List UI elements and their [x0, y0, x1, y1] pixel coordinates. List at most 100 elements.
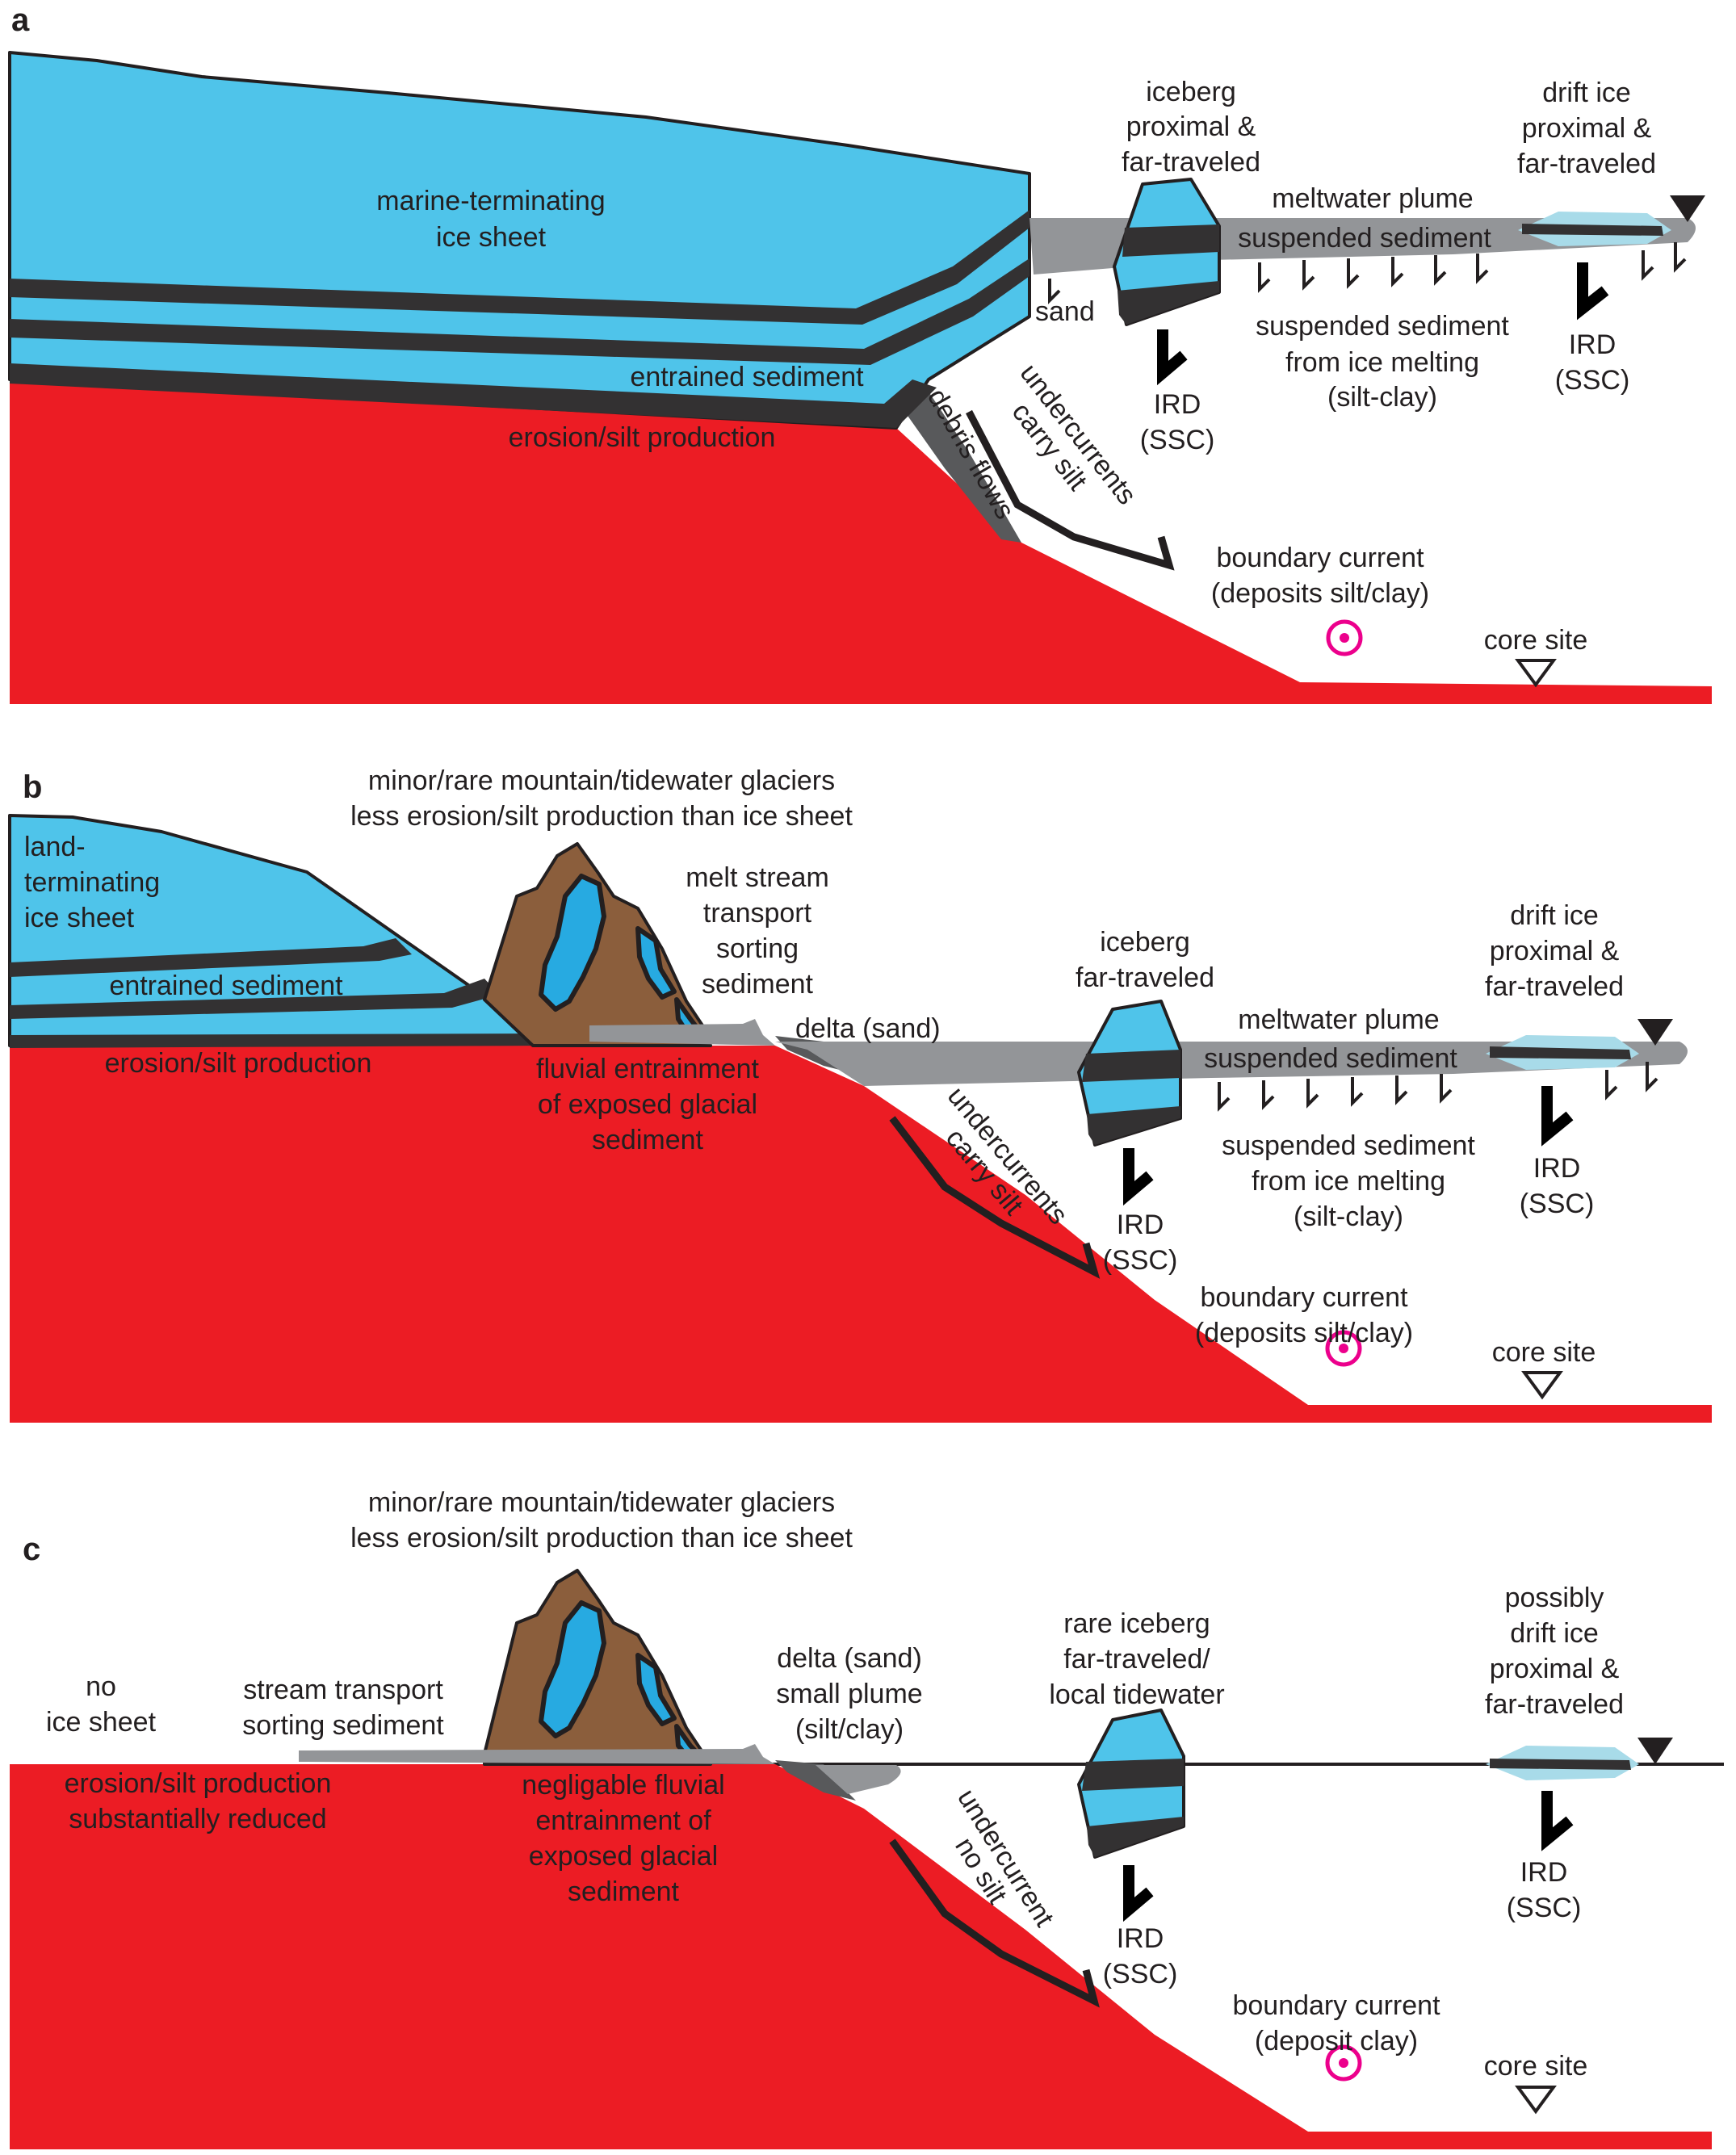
panel-a-bedrock	[10, 379, 1712, 704]
panel-c-fluvial-label-1: negligable fluvial	[522, 1770, 724, 1801]
panel-c-bedrock	[10, 1764, 1712, 2149]
panel-c-drift-ice-band	[1490, 1759, 1631, 1770]
panel-b-ice-sheet-label-1: land-	[24, 832, 86, 862]
panel-c-ird-arrow-1	[1123, 1865, 1154, 1922]
panel-c-stream	[299, 1744, 775, 1764]
panel-b-sediment-band-1	[10, 938, 412, 977]
panel-b-stream-label-2: transport	[703, 898, 812, 929]
panel-a-label: a	[11, 2, 30, 38]
panel-b-ird1-label-1: IRD	[1117, 1210, 1164, 1240]
panel-a-erosion-label: erosion/silt production	[509, 422, 776, 453]
panel-a-sediment-band-1	[10, 210, 1029, 325]
panel-a-sand-arrow	[1048, 279, 1061, 304]
panel-c-small-plume	[816, 1765, 901, 1794]
panel-b-erosion-label: erosion/silt production	[105, 1048, 372, 1079]
panel-a-ird-arrow-2	[1577, 262, 1609, 321]
panel-a-undercurrent-arrow	[966, 409, 1175, 571]
panel-a-iceberg-band-2	[1117, 281, 1219, 325]
panel-b-fluvial-label-1: fluvial entrainment	[536, 1054, 759, 1084]
panel-b-fluvial-label-2: of exposed glacial	[538, 1089, 757, 1120]
panel-a-drift-label-2: proximal &	[1522, 113, 1652, 144]
panel-b-melt-label-1: suspended sediment	[1222, 1130, 1475, 1161]
panel-a: a	[8, 2, 1712, 704]
panel-a-melt-settling-arrows	[1258, 242, 1687, 293]
panel-b-label: b	[23, 769, 42, 805]
panel-b-iceberg-label-1: iceberg	[1100, 927, 1190, 958]
panel-b-boundary-label-2: (deposits silt/clay)	[1195, 1318, 1413, 1348]
panel-b-drift-label-2: proximal &	[1490, 936, 1620, 966]
panel-b-iceberg-band-2	[1087, 1106, 1180, 1145]
panel-b: b	[8, 765, 1712, 1423]
panel-a-ird-arrow-1	[1157, 329, 1188, 386]
panel-c-ird1-label-2: (SSC)	[1103, 1959, 1178, 1989]
panel-b-fluvial-label-3: sediment	[592, 1125, 704, 1155]
panel-a-ird2-label-1: IRD	[1569, 329, 1616, 360]
panel-c: c minor/rare mountain/tidewater glaciers	[10, 1487, 1724, 2149]
panel-b-core-target-dot	[1339, 1344, 1348, 1353]
panel-b-ice-sheet-label-3: ice sheet	[24, 903, 135, 933]
panel-a-boundary-label-1: boundary current	[1216, 543, 1424, 573]
panel-b-stream-label-1: melt stream	[686, 862, 829, 893]
panel-c-delta-label-3: (silt/clay)	[795, 1714, 904, 1745]
panel-b-ird-arrow-1	[1123, 1148, 1154, 1206]
panel-c-iceberg-label-1: rare iceberg	[1063, 1608, 1210, 1639]
panel-a-drift-ice-band	[1522, 224, 1663, 236]
panel-c-iceberg-band-1	[1082, 1759, 1184, 1791]
panel-c-undercurrent-arrow	[889, 1838, 1100, 2008]
panel-b-core-target	[1325, 1330, 1362, 1367]
panel-a-melt-label-3: (silt-clay)	[1327, 382, 1437, 413]
panel-b-glaciers-label-2: less erosion/silt production than ice sh…	[350, 801, 853, 832]
panel-a-melt-label-1: suspended sediment	[1256, 311, 1509, 342]
panel-a-sand-label: sand	[1035, 296, 1095, 327]
panel-a-iceberg-label-3: far-traveled	[1122, 147, 1260, 178]
panel-b-plume-label-1: meltwater plume	[1238, 1004, 1439, 1035]
panel-b-ird2-label-1: IRD	[1533, 1153, 1581, 1184]
panel-b-glacier-2	[635, 926, 677, 1000]
panel-b-melt-stream	[589, 1019, 775, 1046]
panel-a-iceberg-band-1	[1122, 224, 1219, 257]
panel-c-glaciers-label-2: less erosion/silt production than ice sh…	[350, 1523, 853, 1553]
panel-c-core-label: core site	[1484, 2051, 1588, 2082]
panel-a-core-target-dot	[1340, 633, 1349, 643]
panel-a-plume-label-1: meltwater plume	[1272, 183, 1473, 214]
panel-c-fluvial-label-2: entrainment of	[535, 1805, 711, 1836]
panel-c-glaciers-label-1: minor/rare mountain/tidewater glaciers	[368, 1487, 835, 1518]
panel-c-iceberg-label-2: far-traveled/	[1063, 1644, 1210, 1675]
panel-a-plume-label-2: suspended sediment	[1238, 223, 1491, 254]
panel-c-iceberg-label-3: local tidewater	[1049, 1679, 1224, 1710]
panel-a-ird1-label-1: IRD	[1154, 389, 1201, 420]
panel-c-glacier-1	[539, 1600, 606, 1738]
panel-c-fluvial-label-4: sediment	[568, 1876, 680, 1907]
panel-a-sediment-band-3	[10, 363, 937, 428]
panel-c-drift-label-1: possibly	[1505, 1583, 1604, 1613]
panel-b-ice-sheet-label-2: terminating	[24, 867, 160, 898]
panel-c-ird2-label-1: IRD	[1520, 1857, 1568, 1888]
panel-a-ice-sheet-label-2: ice sheet	[436, 222, 547, 253]
panel-c-label: c	[23, 1532, 40, 1567]
panel-b-undercurrent-arrow	[889, 1116, 1101, 1279]
panel-c-delta-label-1: delta (sand)	[777, 1643, 922, 1674]
panel-a-ice-sheet-label-1: marine-terminating	[376, 186, 605, 216]
panel-b-drift-ice-band	[1490, 1046, 1631, 1059]
panel-c-ird-arrow-2	[1541, 1791, 1574, 1851]
panel-c-stream-label-1: stream transport	[243, 1675, 443, 1705]
panel-a-drift-label-3: far-traveled	[1517, 149, 1656, 179]
panel-c-ird2-label-2: (SSC)	[1507, 1893, 1582, 1923]
panel-b-stream-label-4: sediment	[702, 969, 814, 1000]
panel-b-sea-level-marker	[1637, 1019, 1673, 1046]
panel-c-erosion-label-1: erosion/silt production	[65, 1768, 332, 1799]
panel-b-delta-label: delta (sand)	[795, 1013, 941, 1044]
panel-b-core-site-marker	[1521, 1371, 1563, 1400]
panel-c-iceberg-band-2	[1087, 1817, 1184, 1857]
panel-a-iceberg-label-2: proximal &	[1126, 111, 1256, 142]
panel-c-sea-level-marker	[1637, 1738, 1673, 1764]
panel-b-iceberg-label-2: far-traveled	[1076, 962, 1214, 993]
panel-a-ird1-label-2: (SSC)	[1140, 425, 1215, 455]
panel-b-iceberg-band-1	[1082, 1050, 1180, 1082]
panel-b-core-label: core site	[1492, 1337, 1596, 1368]
panel-c-core-target-dot	[1339, 2058, 1348, 2068]
panel-b-melt-label-2: from ice melting	[1252, 1166, 1445, 1197]
panel-a-core-target	[1326, 619, 1363, 656]
